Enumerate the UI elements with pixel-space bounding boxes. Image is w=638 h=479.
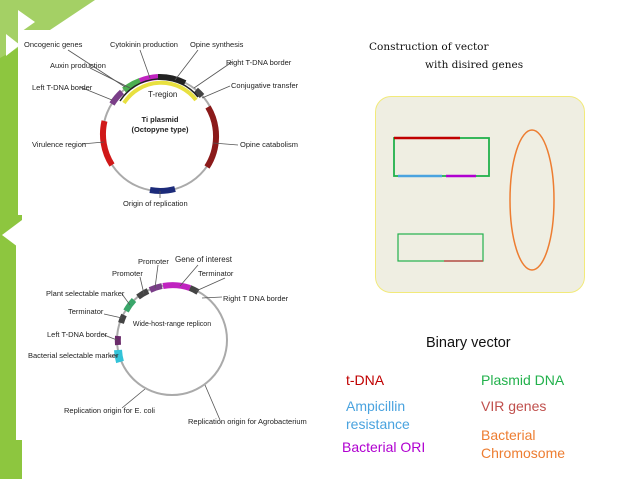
promoter-left-segment bbox=[136, 288, 150, 300]
ti-plasmid-panel bbox=[18, 30, 323, 215]
label-right-tdna-border: Right T-DNA border bbox=[226, 58, 292, 67]
label-terminator-top: Terminator bbox=[198, 269, 234, 278]
promoter-top-segment bbox=[148, 283, 163, 293]
binary-vector-label: Binary vector bbox=[426, 335, 511, 351]
legend-vir-genes: VIR genes bbox=[481, 398, 547, 414]
label-ori-agrobacterium: Replication origin for Agrobacterium bbox=[188, 417, 307, 426]
label-bacterial-marker: Bacterial selectable marker bbox=[28, 351, 119, 360]
legend-bacterial-chromosome-line-2: Chromosome bbox=[481, 445, 566, 461]
binary-plasmid-panel bbox=[16, 240, 328, 440]
legend-bacterial-ori: Bacterial ORI bbox=[342, 439, 426, 455]
label-left-tdna-border-binary: Left T-DNA border bbox=[47, 330, 108, 339]
label-left-tdna-border: Left T-DNA border bbox=[32, 83, 93, 92]
label-ori-ecoli: Replication origin for E. coli bbox=[64, 406, 155, 415]
plant-marker-segment bbox=[123, 297, 137, 313]
legend-plasmid-dna: Plasmid DNA bbox=[481, 372, 565, 388]
conjugative-segment bbox=[194, 87, 205, 98]
legend-ampicillin-line-1: Ampicillin bbox=[346, 398, 406, 414]
opine-synthesis-segment bbox=[157, 74, 187, 86]
cytokinin-segment bbox=[138, 74, 159, 84]
bacterial-marker-segment bbox=[114, 349, 124, 364]
binary-leader-lines bbox=[103, 264, 226, 421]
label-gene-of-interest: Gene of interest bbox=[175, 255, 233, 264]
bacterial-chromosome-ellipse bbox=[509, 129, 555, 271]
ti-leader-lines bbox=[67, 49, 239, 198]
ti-center-line-2: (Octopyne type) bbox=[131, 125, 189, 134]
label-oncogenic-genes: Oncogenic genes bbox=[24, 40, 83, 49]
ti-center-line-1: Ti plasmid bbox=[142, 115, 179, 124]
label-right-tdna-border-binary: Right T DNA border bbox=[223, 294, 289, 303]
plasmid-dna-rect bbox=[393, 137, 490, 177]
label-opine-synthesis: Opine synthesis bbox=[190, 40, 244, 49]
label-virulence: Virulence region bbox=[32, 140, 86, 149]
arrow-icon-2 bbox=[6, 34, 20, 56]
label-promoter-left: Promoter bbox=[112, 269, 143, 278]
terminator-top-segment bbox=[188, 285, 200, 295]
construction-title-line-2: with disired genes bbox=[425, 59, 524, 71]
arrow-icon-1 bbox=[18, 10, 35, 34]
legend-bacterial-chromosome-line-1: Bacterial bbox=[481, 427, 536, 443]
label-promoter-top: Promoter bbox=[138, 257, 169, 266]
virulence-region-segment bbox=[99, 120, 115, 167]
t-region-inner-arc bbox=[122, 80, 198, 105]
label-auxin: Auxin production bbox=[50, 61, 106, 70]
opine-catabolism-segment bbox=[204, 105, 220, 169]
legend-t-dna: t-DNA bbox=[346, 372, 385, 388]
t-region-arc bbox=[119, 78, 199, 102]
label-cytokinin: Cytokinin production bbox=[110, 40, 178, 49]
label-conjugative: Conjugative transfer bbox=[231, 81, 299, 90]
left-border-segment bbox=[109, 89, 125, 106]
label-terminator-left: Terminator bbox=[68, 307, 104, 316]
label-opine-catabolism: Opine catabolism bbox=[240, 140, 298, 149]
auxin-segment bbox=[122, 78, 142, 93]
label-t-region: T-region bbox=[148, 90, 177, 99]
gene-of-interest-segment bbox=[162, 282, 191, 291]
terminator-left-segment bbox=[118, 313, 127, 324]
vir-plasmid-rect bbox=[397, 233, 484, 262]
ori-segment bbox=[149, 186, 176, 194]
legend-ampicillin-line-2: resistance bbox=[346, 416, 410, 432]
label-origin-of-replication: Origin of replication bbox=[123, 199, 188, 208]
binary-vector-box bbox=[375, 96, 585, 293]
construction-title-line-1: Construction of vector bbox=[369, 41, 489, 53]
binary-center-label: Wide-host-range replicon bbox=[133, 321, 211, 328]
label-plant-marker: Plant selectable marker bbox=[46, 289, 125, 298]
